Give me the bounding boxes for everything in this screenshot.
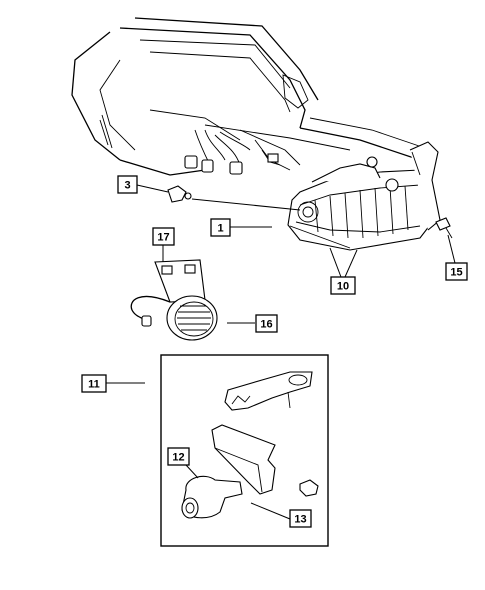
callout-13-label: 13 bbox=[294, 514, 306, 526]
bulb-3-drawing bbox=[167, 185, 192, 203]
callout-10: 10 bbox=[330, 276, 356, 295]
fender-body-drawing bbox=[71, 17, 426, 176]
callout-12-label: 12 bbox=[172, 452, 184, 464]
service-kit-box bbox=[160, 354, 329, 547]
callout-12: 12 bbox=[167, 447, 190, 466]
callout-16: 16 bbox=[255, 314, 278, 333]
fog-lamp-drawing bbox=[130, 259, 218, 341]
callout-10-label: 10 bbox=[337, 281, 349, 293]
callout-1-label: 1 bbox=[217, 223, 223, 235]
callout-3-label: 3 bbox=[124, 180, 130, 192]
callout-13: 13 bbox=[289, 509, 312, 528]
leader-lines bbox=[106, 184, 456, 520]
callout-11-label: 11 bbox=[88, 379, 100, 391]
callout-1: 1 bbox=[210, 218, 231, 237]
bolt-15-drawing bbox=[435, 217, 453, 239]
callout-16-label: 16 bbox=[260, 319, 272, 331]
callout-17: 17 bbox=[152, 227, 175, 246]
callout-3: 3 bbox=[117, 175, 138, 194]
callout-15: 15 bbox=[445, 262, 468, 281]
headlamp-assembly-drawing bbox=[287, 141, 441, 251]
callout-17-label: 17 bbox=[157, 232, 169, 244]
wiring-harness-drawing bbox=[184, 129, 281, 175]
callout-15-label: 15 bbox=[450, 267, 462, 279]
callout-11: 11 bbox=[81, 374, 107, 393]
